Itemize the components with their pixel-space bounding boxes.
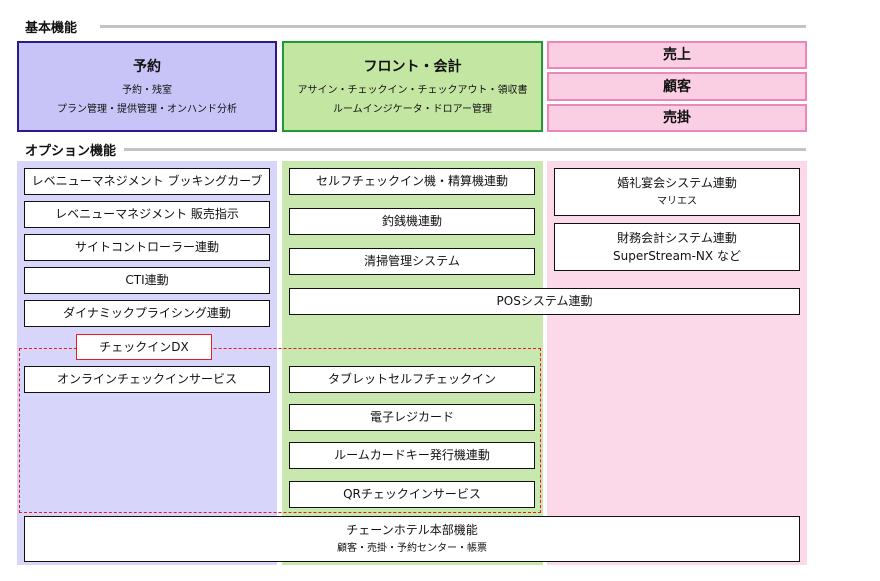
self-checkin-machine-label: セルフチェックイン機・精算機連動	[315, 174, 508, 188]
chain-hq-sub: 顧客・売掛・予約センター・帳票	[337, 542, 487, 554]
options-left-column	[17, 161, 277, 565]
electronic-reg-card-label: 電子レジカード	[369, 410, 454, 424]
revenue-booking-curve-label: レベニューマネジメント ブッキングカーブ	[31, 174, 263, 188]
receivables-label: 売掛	[663, 110, 691, 126]
accounting-system-title: 財務会計システム連動	[617, 230, 737, 245]
front-line2: ルームインジケータ・ドロアー管理	[332, 103, 493, 115]
accounting-system-box: 財務会計システム連動 SuperStream-NX など	[554, 223, 800, 271]
cleaning-management-box: 清掃管理システム	[289, 248, 535, 275]
customer-label: 顧客	[663, 78, 691, 95]
self-checkin-machine-box: セルフチェックイン機・精算機連動	[289, 168, 535, 195]
reservation-title: 予約	[133, 58, 161, 75]
tablet-self-checkin-box: タブレットセルフチェックイン	[289, 366, 535, 393]
room-card-key-box: ルームカードキー発行機連動	[289, 442, 535, 469]
reservation-line1: 予約・残室	[122, 84, 172, 96]
checkin-dx-region	[19, 348, 541, 513]
cti-box: CTI連動	[24, 267, 270, 294]
front-box: フロント・会計 アサイン・チェックイン・チェックアウト・領収書 ルームインジケー…	[282, 41, 543, 132]
wedding-banquet-title: 婚礼宴会システム連動	[617, 175, 737, 190]
qr-checkin-label: QRチェックインサービス	[343, 487, 481, 501]
checkin-dx-label: チェックインDX	[99, 339, 189, 354]
pos-label: POSシステム連動	[496, 294, 593, 308]
wedding-banquet-box: 婚礼宴会システム連動 マリエス	[554, 168, 800, 216]
revenue-sales-instruction-label: レベニューマネジメント 販売指示	[55, 207, 239, 221]
chain-hq-title: チェーンホテル本部機能	[346, 522, 478, 537]
sales-label: 売上	[663, 47, 691, 63]
front-title: フロント・会計	[363, 58, 462, 75]
online-checkin-box: オンラインチェックインサービス	[24, 366, 270, 393]
site-controller-box: サイトコントローラー連動	[24, 234, 270, 261]
options-right-column	[547, 161, 807, 565]
change-machine-label: 釣銭機連動	[381, 214, 442, 228]
change-machine-box: 釣銭機連動	[289, 208, 535, 235]
receivables-box: 売掛	[547, 104, 807, 132]
basic-section-rule	[100, 25, 806, 28]
reservation-box: 予約 予約・残室 プラン管理・提供管理・オンハンド分析	[17, 41, 277, 132]
options-section-title: オプション機能	[25, 144, 117, 159]
online-checkin-label: オンラインチェックインサービス	[56, 372, 237, 386]
basic-section-title: 基本機能	[25, 21, 78, 36]
chain-hq-box: チェーンホテル本部機能 顧客・売掛・予約センター・帳票	[24, 516, 800, 562]
accounting-system-sub: SuperStream-NX など	[613, 248, 741, 263]
reservation-line2: プラン管理・提供管理・オンハンド分析	[57, 103, 237, 115]
revenue-booking-curve-box: レベニューマネジメント ブッキングカーブ	[24, 168, 270, 195]
room-card-key-label: ルームカードキー発行機連動	[334, 448, 490, 462]
qr-checkin-box: QRチェックインサービス	[289, 481, 535, 508]
revenue-sales-instruction-box: レベニューマネジメント 販売指示	[24, 201, 270, 228]
electronic-reg-card-box: 電子レジカード	[289, 404, 535, 431]
tablet-self-checkin-label: タブレットセルフチェックイン	[327, 372, 496, 386]
dynamic-pricing-box: ダイナミックプライシング連動	[24, 300, 270, 327]
dynamic-pricing-label: ダイナミックプライシング連動	[63, 306, 231, 320]
cleaning-management-label: 清掃管理システム	[364, 254, 460, 268]
wedding-banquet-sub: マリエス	[657, 195, 697, 207]
pos-box: POSシステム連動	[289, 288, 800, 315]
options-section-rule	[124, 148, 806, 151]
cti-label: CTI連動	[125, 273, 169, 287]
site-controller-label: サイトコントローラー連動	[74, 240, 219, 254]
front-line1: アサイン・チェックイン・チェックアウト・領収書	[297, 84, 528, 96]
sales-box: 売上	[547, 41, 807, 69]
checkin-dx-label-box: チェックインDX	[76, 334, 212, 360]
customer-box: 顧客	[547, 72, 807, 101]
